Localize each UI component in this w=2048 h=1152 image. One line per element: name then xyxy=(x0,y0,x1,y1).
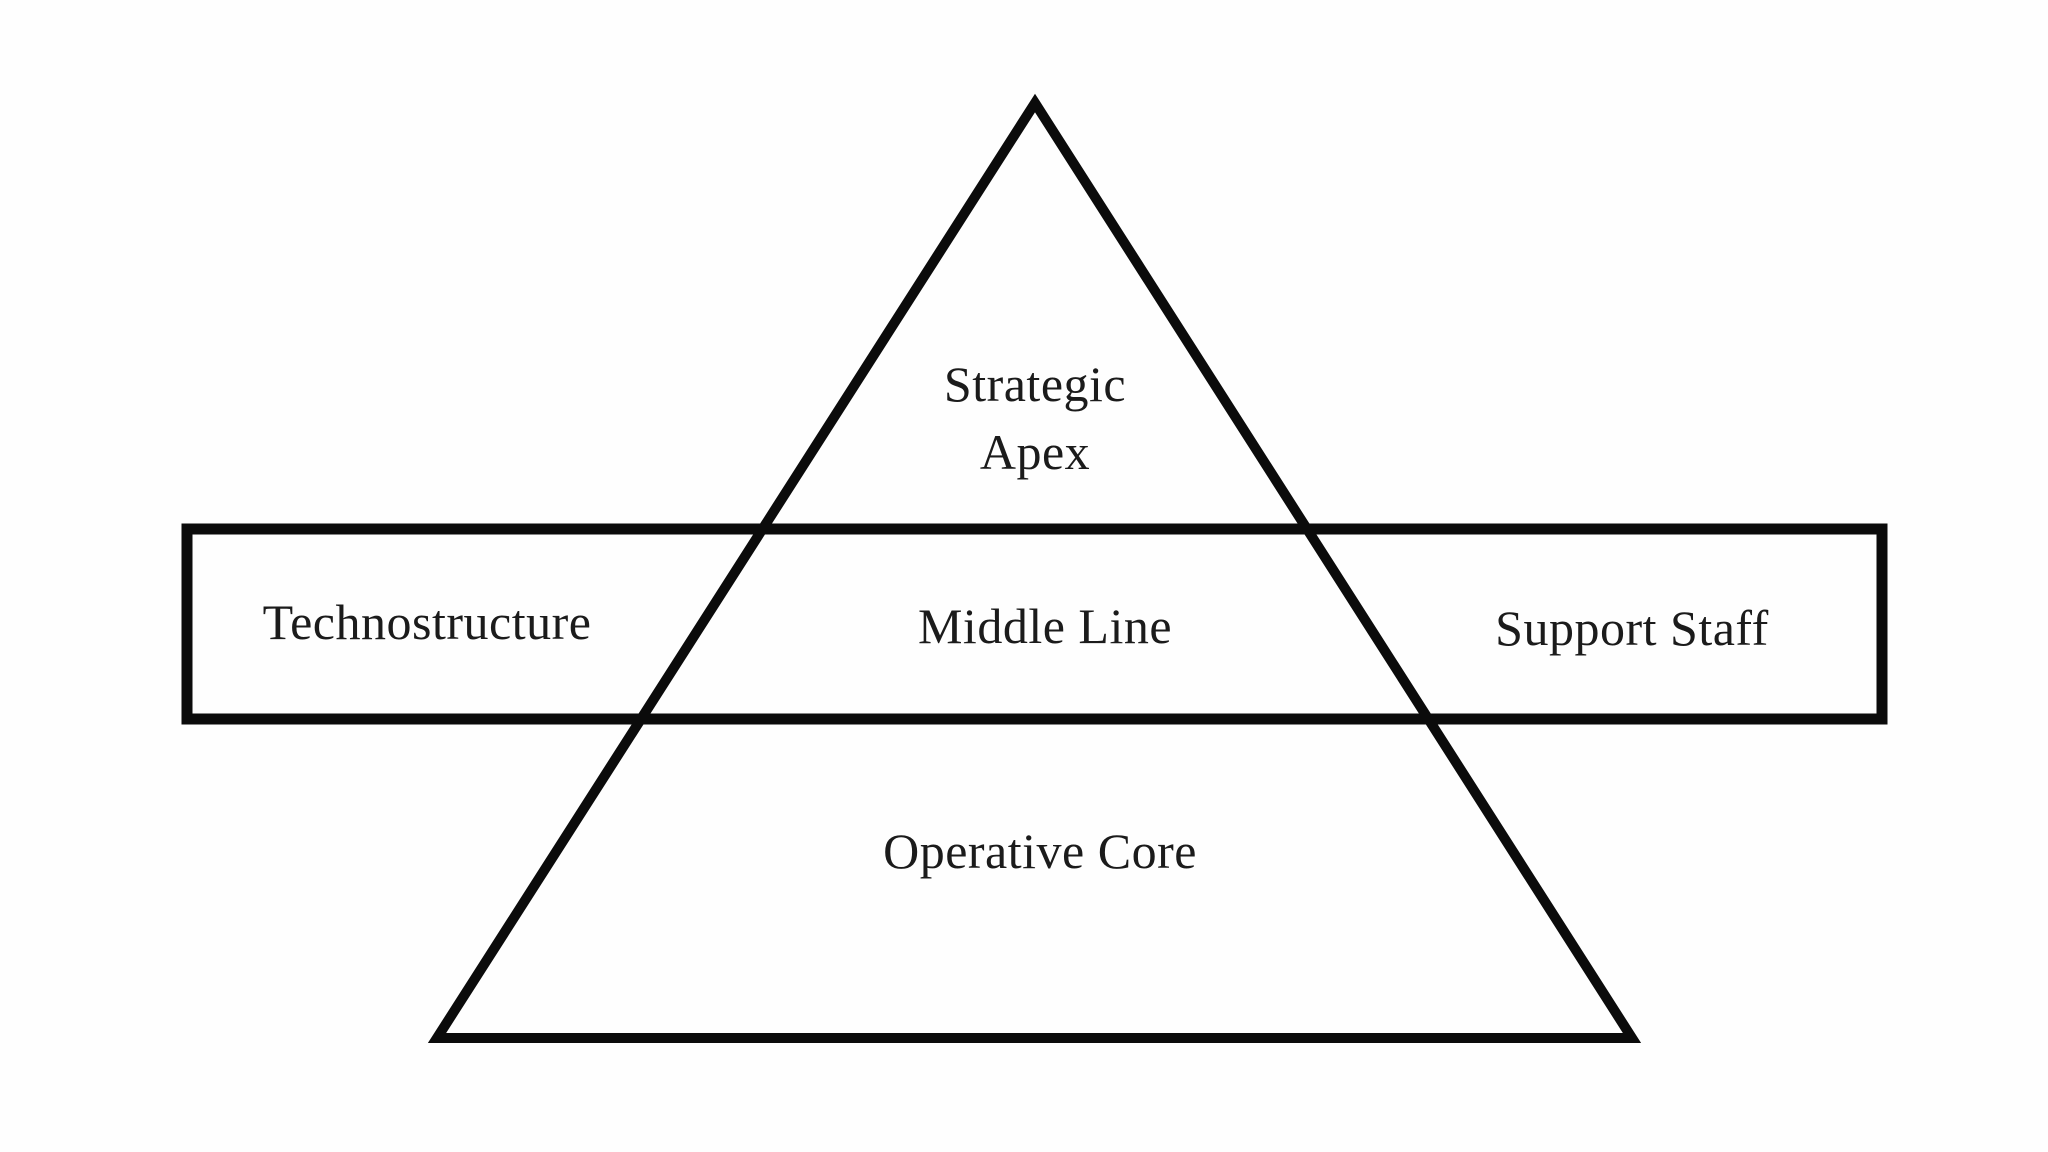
label-support-staff: Support Staff xyxy=(1495,600,1769,656)
label-strategic-apex: Strategic Apex xyxy=(944,350,1126,486)
triangle-outline xyxy=(427,93,1642,1043)
label-operative-core: Operative Core xyxy=(883,823,1197,879)
label-technostructure: Technostructure xyxy=(262,594,592,650)
label-middle-line: Middle Line xyxy=(917,598,1173,654)
horizontal-bar-outline xyxy=(181,523,1888,725)
label-strategic-apex-line1: Strategic xyxy=(943,356,1127,412)
label-strategic-apex-line2: Apex xyxy=(979,424,1091,480)
